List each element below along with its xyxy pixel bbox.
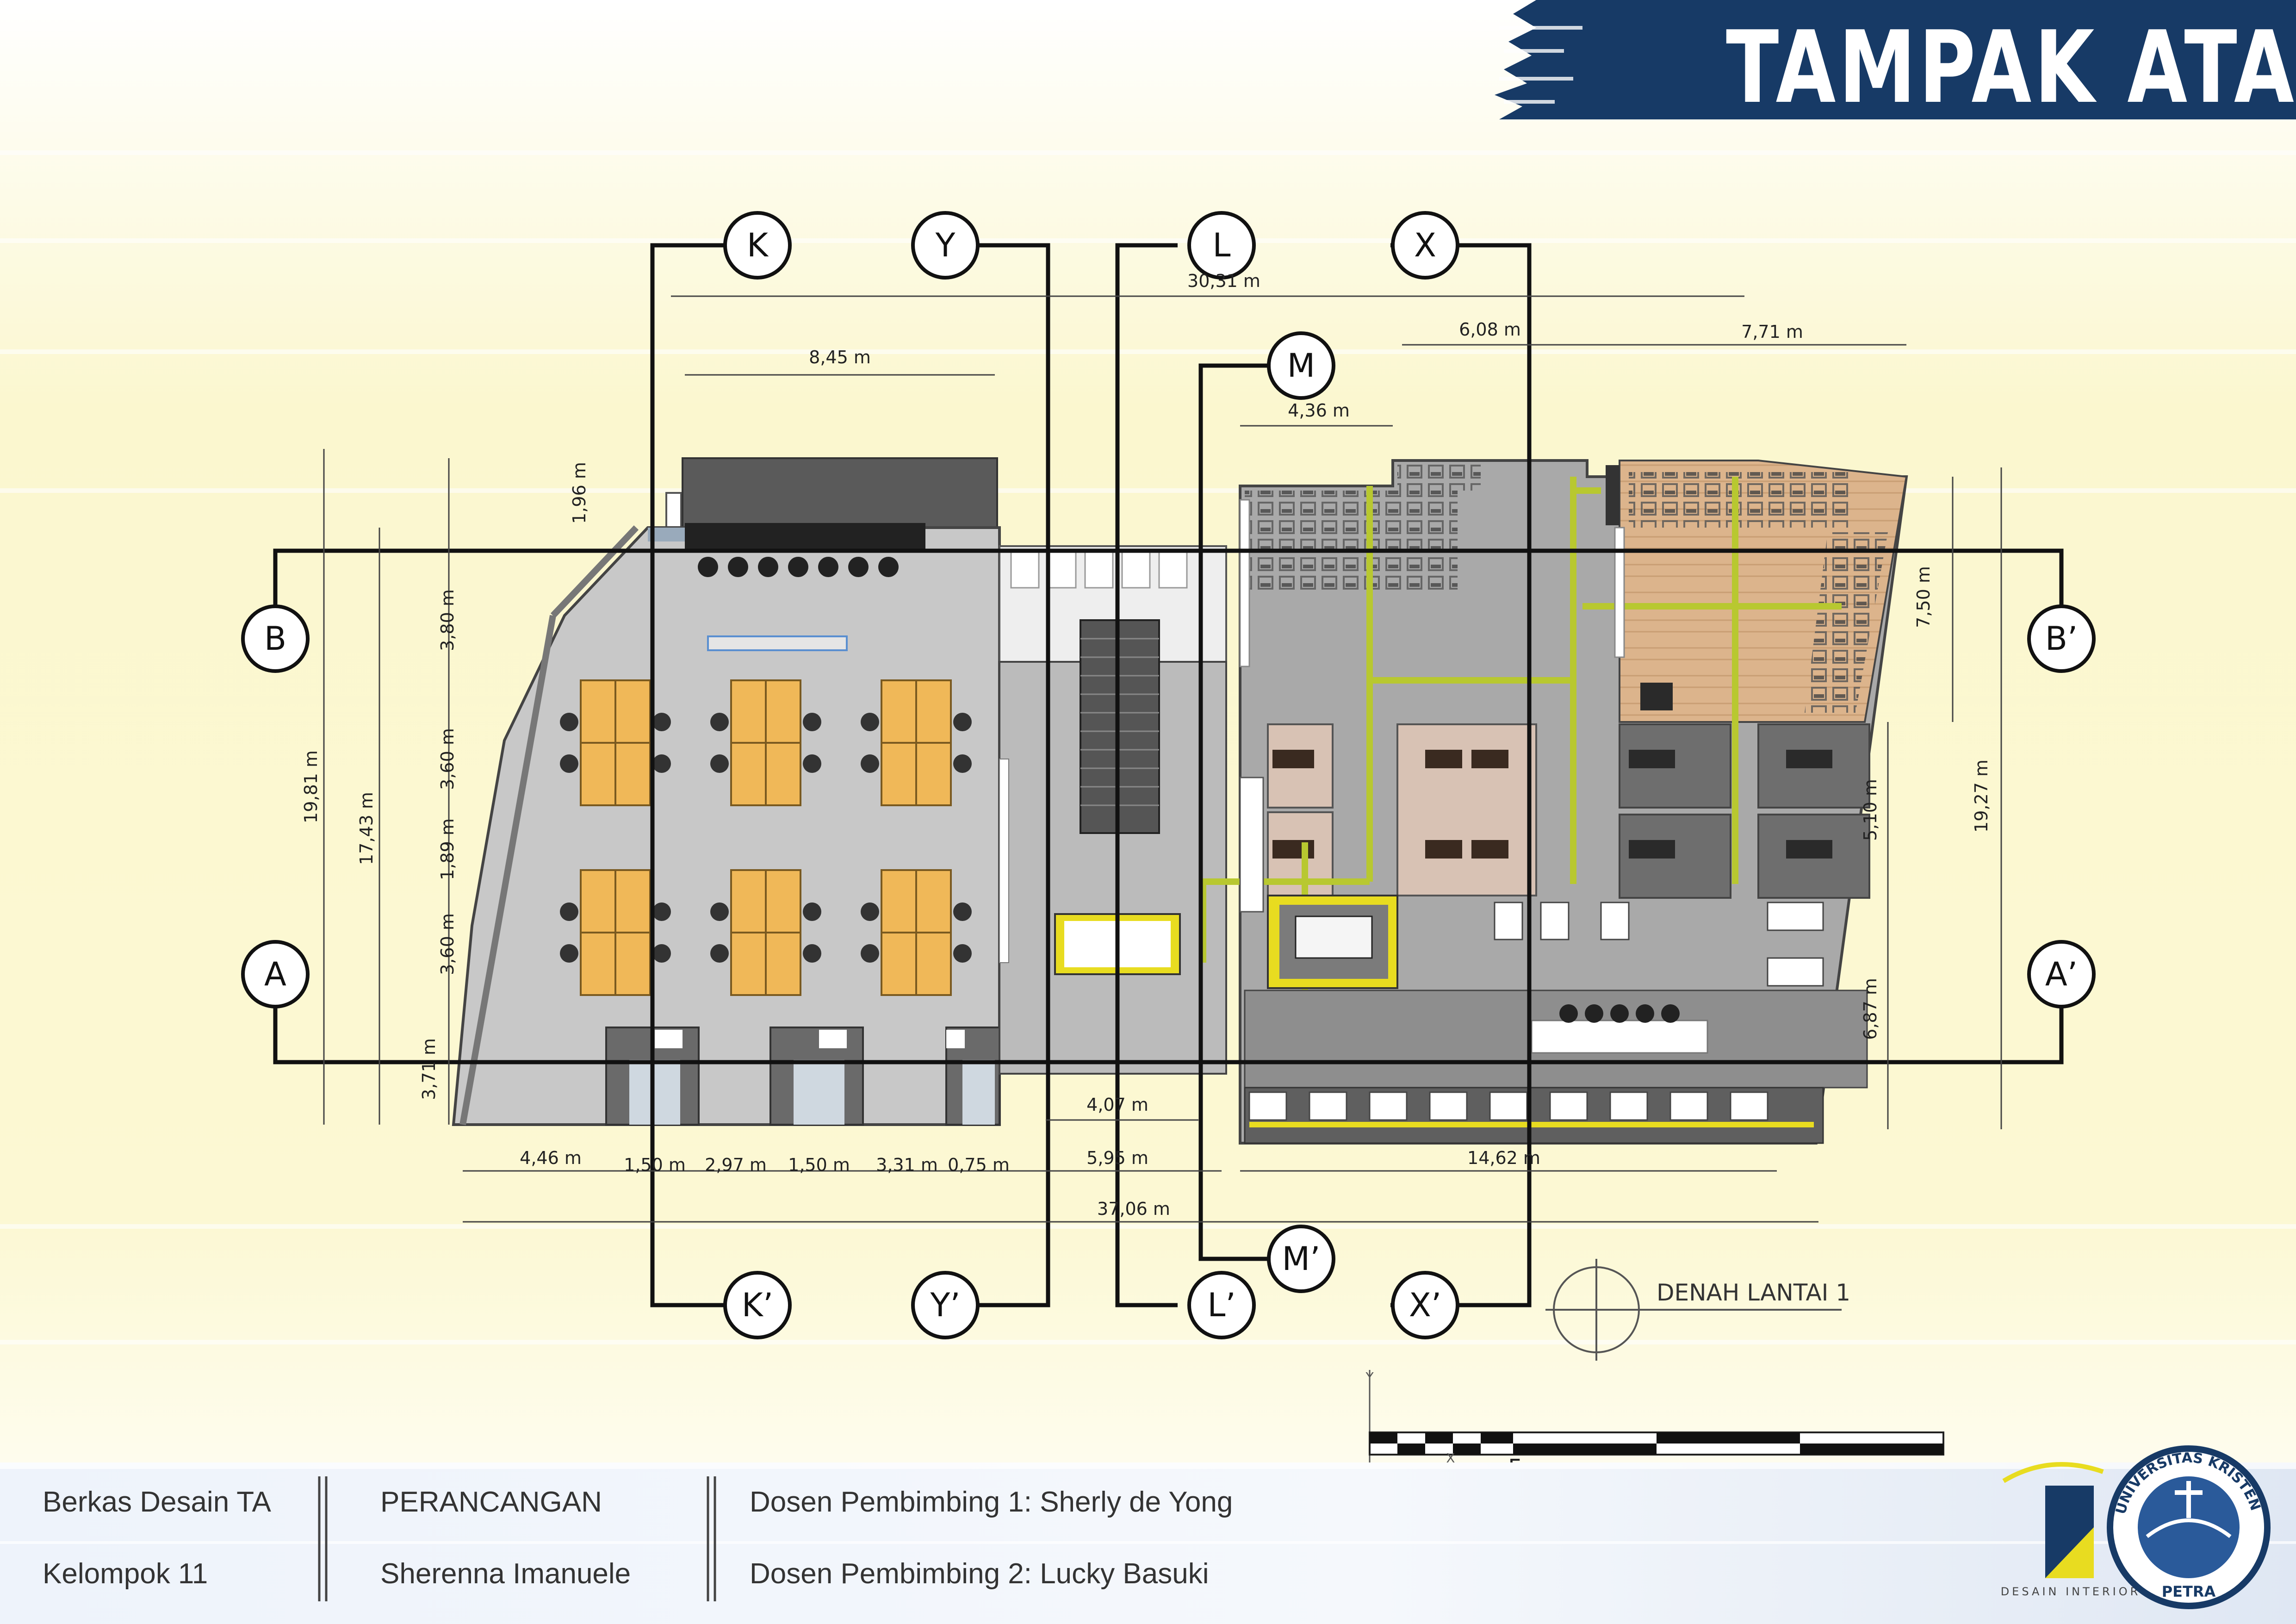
dim-1981: 19,81 m [301,750,321,823]
marker-a: A [264,955,286,993]
marker-b-prime: B’ [2045,620,2078,658]
dim-750: 7,50 m [1913,566,1934,628]
section-marker-circles [241,211,2096,1339]
building [452,457,1908,1145]
dim-331: 3,31 m [876,1155,938,1175]
dim-196: 1,96 m [569,462,590,524]
axis-x-label: X [1446,1450,1455,1466]
marker-b: B [264,620,286,658]
marker-x-prime: X’ [1409,1286,1441,1324]
footer-berkas: Berkas Desain TA [43,1486,271,1518]
dim-371: 3,71 m [419,1038,439,1100]
marker-y: Y [935,226,956,264]
section-lines [273,243,2064,1307]
dim-1927: 19,27 m [1971,759,1992,833]
dimension-lines [323,295,2002,1223]
axis-y-label: Y [1365,1369,1374,1385]
footer-perancangan: PERANCANGAN [380,1486,602,1518]
dim-150a: 1,50 m [624,1155,686,1175]
desk-clusters [560,679,972,996]
dim-1743: 17,43 m [356,792,377,865]
footer-kelompok: Kelompok 11 [43,1558,208,1590]
marker-m-prime: M’ [1282,1240,1321,1278]
dim-845: 8,45 m [809,347,871,367]
page-title: TAMPAK ATAS [1726,9,2296,125]
petra-seal-logo: UNIVERSITAS KRISTEN PETRA [2107,1445,2271,1609]
dim-360a: 3,60 m [437,728,458,790]
dim-075: 0,75 m [948,1155,1010,1175]
footer-advisor-2: Dosen Pembimbing 2: Lucky Basuki [750,1558,1209,1590]
marker-k-prime: K’ [742,1286,773,1324]
footer-advisor-1: Dosen Pembimbing 1: Sherly de Yong [750,1486,1233,1518]
desain-interior-text: DESAIN INTERIOR [2001,1585,2141,1598]
dim-595: 5,95 m [1086,1148,1148,1168]
plan-label-group: DENAH LANTAI 1 [1545,1259,1850,1361]
dim-687: 6,87 m [1860,978,1880,1040]
dim-189: 1,89 m [437,818,458,880]
petra-text: PETRA [2162,1583,2216,1600]
dim-380: 3,80 m [437,589,458,651]
dim-436: 4,36 m [1288,400,1350,421]
dim-total-top: 30,31 m [1187,271,1260,291]
dim-360b: 3,60 m [437,913,458,975]
marker-l: L [1213,226,1231,264]
marker-l-prime: L’ [1207,1286,1235,1324]
marker-k: K [747,226,769,264]
marker-m: M [1287,347,1315,385]
dim-1462: 14,62 m [1467,1148,1540,1168]
plan-label: DENAH LANTAI 1 [1657,1279,1850,1306]
dim-150b: 1,50 m [788,1155,850,1175]
dim-3706: 37,06 m [1097,1199,1170,1219]
desain-interior-logo: DESAIN INTERIOR [2001,1462,2141,1598]
dim-446: 4,46 m [520,1148,582,1168]
dim-407: 4,07 m [1086,1095,1148,1115]
marker-y-prime: Y’ [930,1286,960,1324]
marker-a-prime: A’ [2045,955,2078,993]
dim-510: 5,10 m [1860,779,1880,841]
marker-x: X [1414,226,1436,264]
dim-297: 2,97 m [705,1155,767,1175]
footer-designer: Sherenna Imanuele [380,1558,631,1590]
dim-771: 7,71 m [1741,322,1803,342]
footer-bar [0,1462,2296,1624]
header-banner [1495,0,2296,119]
dim-608: 6,08 m [1459,319,1521,340]
